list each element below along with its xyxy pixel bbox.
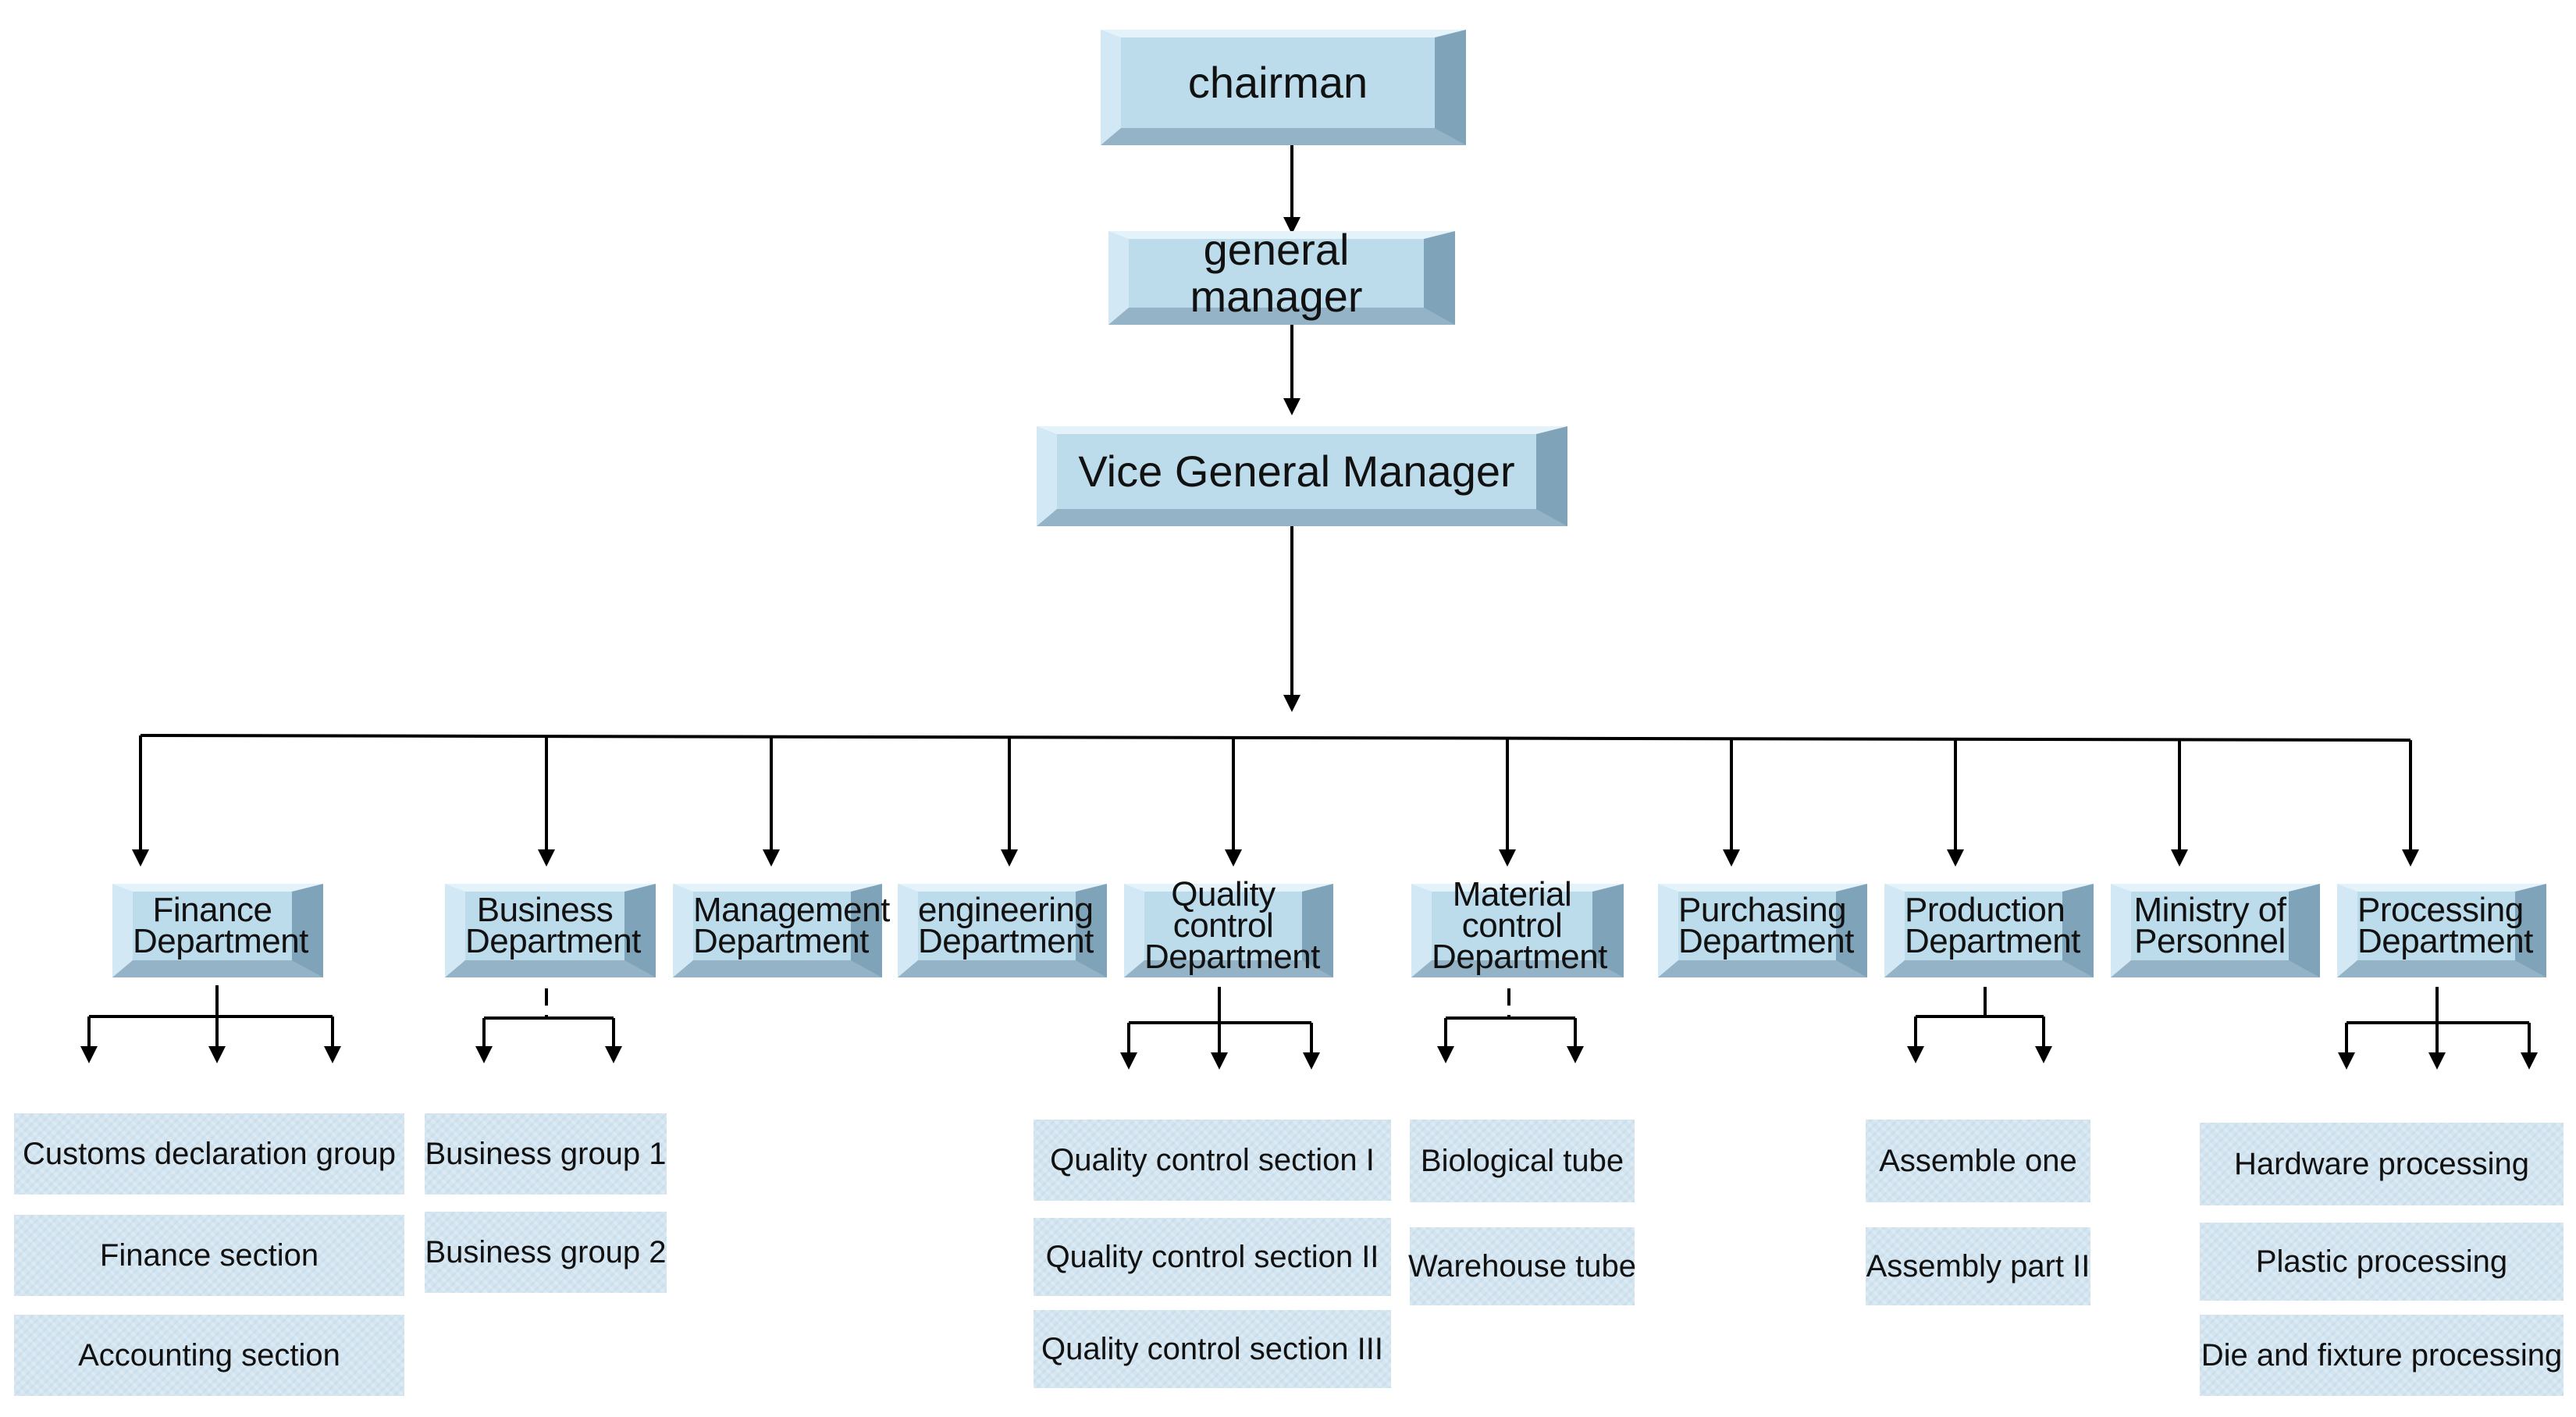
- finance-subunit: Accounting section: [14, 1315, 404, 1396]
- arrowhead: [1723, 849, 1740, 867]
- department-bus-line: [140, 734, 2411, 742]
- arrowhead: [1907, 1046, 1924, 1063]
- arrowhead: [1947, 849, 1964, 867]
- production-subunit: Assembly part II: [1866, 1227, 2090, 1305]
- arrowhead: [208, 1046, 226, 1063]
- general-manager-label: general manager: [1190, 225, 1363, 321]
- arrowhead: [1437, 1046, 1454, 1063]
- quality-subunit: Quality control section I: [1034, 1120, 1391, 1201]
- arrowhead: [2402, 849, 2419, 867]
- arrowhead: [1225, 849, 1242, 867]
- arrowhead: [2521, 1052, 2538, 1070]
- finance-subunit: Customs declaration group: [14, 1113, 404, 1194]
- material-subunit: Warehouse tube: [1408, 1227, 1636, 1305]
- arrowhead: [1283, 217, 1300, 234]
- general-manager-box: general manager: [1108, 226, 1455, 325]
- arrowhead: [1283, 398, 1300, 415]
- arrowhead: [1567, 1046, 1584, 1063]
- arrowhead: [2428, 1052, 2446, 1070]
- arrowhead: [1211, 1052, 1228, 1070]
- arrowhead: [2171, 849, 2188, 867]
- production-subunit: Assemble one: [1866, 1120, 2090, 1202]
- arrowhead: [2338, 1052, 2355, 1070]
- vice-general-manager-label: Vice General Manager: [1078, 447, 1515, 496]
- processing-subunit: Plastic processing: [2200, 1223, 2564, 1301]
- arrowhead: [1001, 849, 1018, 867]
- processing-subunit: Hardware processing: [2200, 1123, 2564, 1205]
- chairman-box: chairman: [1101, 30, 1466, 145]
- vice-general-manager-box: Vice General Manager: [1037, 426, 1567, 526]
- arrowhead: [2035, 1046, 2052, 1063]
- finance-subunit: Finance section: [14, 1215, 404, 1296]
- arrowhead: [538, 849, 555, 867]
- arrowhead: [475, 1046, 493, 1063]
- arrowhead: [132, 849, 149, 867]
- arrowhead: [1499, 849, 1516, 867]
- business-subunit: Business group 1: [425, 1113, 667, 1194]
- arrowhead: [1303, 1052, 1320, 1070]
- arrowhead: [763, 849, 780, 867]
- arrowhead: [1120, 1052, 1137, 1070]
- business-subunit: Business group 2: [425, 1212, 667, 1293]
- processing-subunit: Die and fixture processing: [2200, 1315, 2564, 1396]
- material-subunit: Biological tube: [1410, 1120, 1635, 1202]
- arrowhead: [605, 1046, 622, 1063]
- quality-subunit: Quality control section III: [1034, 1310, 1391, 1388]
- chairman-label: chairman: [1187, 58, 1368, 107]
- arrowhead: [1283, 695, 1300, 712]
- arrowhead: [80, 1046, 98, 1063]
- quality-subunit: Quality control section II: [1034, 1218, 1391, 1296]
- arrowhead: [324, 1046, 341, 1063]
